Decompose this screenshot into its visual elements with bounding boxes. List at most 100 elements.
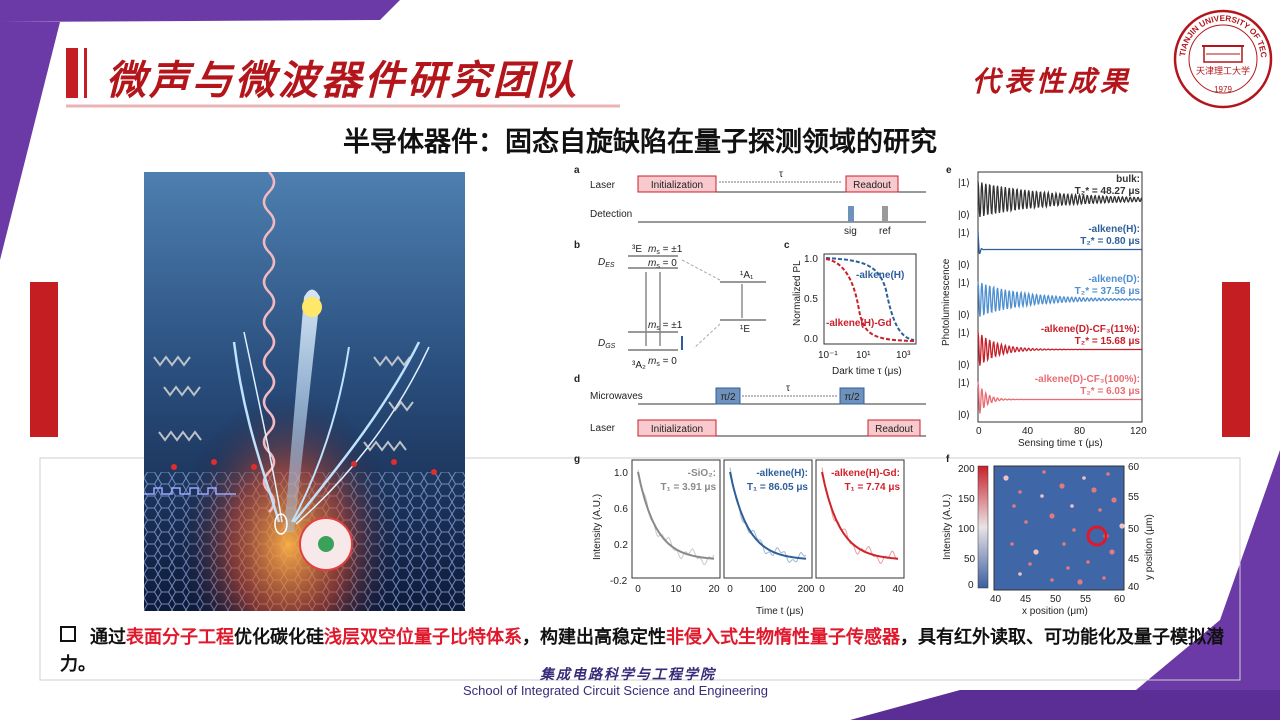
panel-a-detection: Detection [590,209,632,220]
panel-g-fit-3 [821,471,899,560]
panel-b-ms1b-val: = ±1 [660,320,683,331]
svg-text:ms = 0: ms = 0 [648,258,677,270]
panel-f-spot [1066,566,1070,570]
panel-f-spot [1018,490,1022,494]
panel-g-xtick-1-3: 20 [708,584,720,595]
panel-g-value-3: T₁ = 7.74 μs [844,482,900,493]
panel-f-highlight-circle [1086,525,1108,547]
panel-f-spot [1082,476,1086,480]
right-red-bar [1222,282,1250,437]
panel-e-ylabel: Photoluminescence [941,258,952,346]
panel-f-spot [1072,528,1076,532]
left-triangle [0,22,60,260]
panel-f-ytick-2: 55 [1128,492,1140,503]
panel-f-spot [1091,487,1097,493]
panel-g-xtick-1-1: 0 [635,584,641,595]
panel-g-frame-3 [815,459,905,579]
panel-b-ms1b: m [648,320,656,331]
panel-g-raw-2 [729,467,807,564]
panel-a-init: Initialization [651,180,703,191]
panel-g-xtick-2-2: 100 [760,584,777,595]
panel-f-cbar-label: Intensity (A.U.) [942,494,953,560]
panel-f-spot [1059,483,1065,489]
panel-g-ytick-2: 0.6 [614,504,628,515]
panel-c-xtick-3: 10³ [896,350,911,361]
slide-subtitle: 半导体器件：固态自旋缺陷在量子探测领域的研究 [343,127,937,158]
panel-f-cb-5: 0 [968,580,974,591]
panel-e-value-1: T₂* = 48.27 μs [1075,186,1141,197]
panel-b-ms0a: m [648,258,656,269]
svg-text:ms = ±1: ms = ±1 [648,244,683,256]
panel-f-xtick-1: 40 [990,594,1002,605]
panel-g-xtick-1-2: 10 [670,584,682,595]
panel-f-spot [1018,572,1022,576]
panel-b-ms0a-sub: s [656,263,660,270]
svg-text:DGS: DGS [598,338,616,350]
panel-f-cb-1: 200 [958,464,975,475]
panel-g-fit-1 [637,471,715,560]
panel-b-1a1: ¹A₁ [740,270,754,281]
panel-f-spot [1077,579,1083,585]
panel-f-xtick-2: 45 [1020,594,1032,605]
panel-f-spot [1062,542,1066,546]
panel-e-name-5: -alkene(D)-CF₃(100%): [1035,374,1140,385]
panel-g-xtick-3-1: 0 [819,584,825,595]
panel-f-cb-4: 50 [964,554,976,565]
panel-f-spot [1033,549,1039,555]
bottom-right-triangle [1100,450,1280,720]
panel-f-xtick-3: 50 [1050,594,1062,605]
panel-f-cb-2: 150 [958,494,975,505]
panel-b-1e: ¹E [740,324,750,335]
panel-e-name-3: -alkene(D): [1088,274,1140,285]
panel-b-ms1a-val: = ±1 [660,244,683,255]
panel-f-spot [1050,578,1054,582]
panel-b-des: D [598,257,605,268]
bullet-highlight-3: 非侵入式生物惰性量子传感器 [666,627,900,648]
panel-b-ms1a-sub: s [656,249,660,256]
panel-e-xtick-4: 120 [1130,426,1147,437]
panel-b-ms0a-val: = 0 [660,258,677,269]
panel-c-series-1: -alkene(H) [856,270,904,281]
seal-year: 1979 [1214,85,1232,94]
panel-e-xtick-3: 80 [1074,426,1086,437]
bullet-checkbox-icon [60,626,76,642]
panel-b-dgs: D [598,338,605,349]
panel-e-trace-1 [977,181,1143,218]
panel-g-value-2: T₁ = 86.05 μs [747,482,809,493]
panel-e-value-4: T₂* = 15.68 μs [1075,336,1141,347]
panel-e-label: e [946,165,952,176]
panel-a-readout: Readout [853,180,891,191]
panel-e-trace-4 [977,331,1142,366]
page-title: 微声与微波器件研究团队 [106,57,579,104]
panel-e-xtick-1: 0 [976,426,982,437]
panel-e-trace-5 [977,381,1142,414]
panel-g-value-1: T₁ = 3.91 μs [660,482,716,493]
panel-g-name-1: -SiO₂: [688,468,716,479]
panel-e-ket1-3: |1⟩ [958,278,970,289]
panel-d-pi2-a: π/2 [720,392,736,403]
panel-b-ms0b-val: = 0 [660,356,677,367]
panel-f-xtick-5: 60 [1114,594,1126,605]
panel-f-spot [1111,497,1117,503]
panel-e-value-3: T₂* = 37.56 μs [1075,286,1141,297]
university-seal-logo: TIANJIN UNIVERSITY OF TECHNOLOGY 天津理工大学 … [1172,8,1273,109]
panel-d-pi2-b: π/2 [844,392,860,403]
panel-f-xlabel: x position (μm) [1022,606,1088,617]
panel-f-xtick-4: 55 [1080,594,1092,605]
panel-f-spot [1028,562,1032,566]
summary-bullet: 通过表面分子工程优化碳化硅浅层双空位量子比特体系，构建出高稳定性非侵入式生物惰性… [60,624,1240,678]
panel-a-ref: ref [879,226,891,237]
panel-a-laser: Laser [590,180,616,191]
footer-school-cn: 集成电路科学与工程学院 [540,667,716,683]
panel-e-ket1-4: |1⟩ [958,328,970,339]
panel-e-trace-3 [977,281,1142,317]
panel-f-spot [1040,494,1044,498]
panel-g-xtick-2-1: 0 [727,584,733,595]
panel-f-spot [1098,508,1102,512]
panel-g-frame-2 [723,459,813,579]
bullet-text-2: 优化碳化硅 [234,627,324,648]
panel-f-spot [1102,576,1106,580]
title-accent-bar [66,48,78,98]
panel-f-label: f [946,454,950,465]
panel-f-spot [1070,504,1074,508]
